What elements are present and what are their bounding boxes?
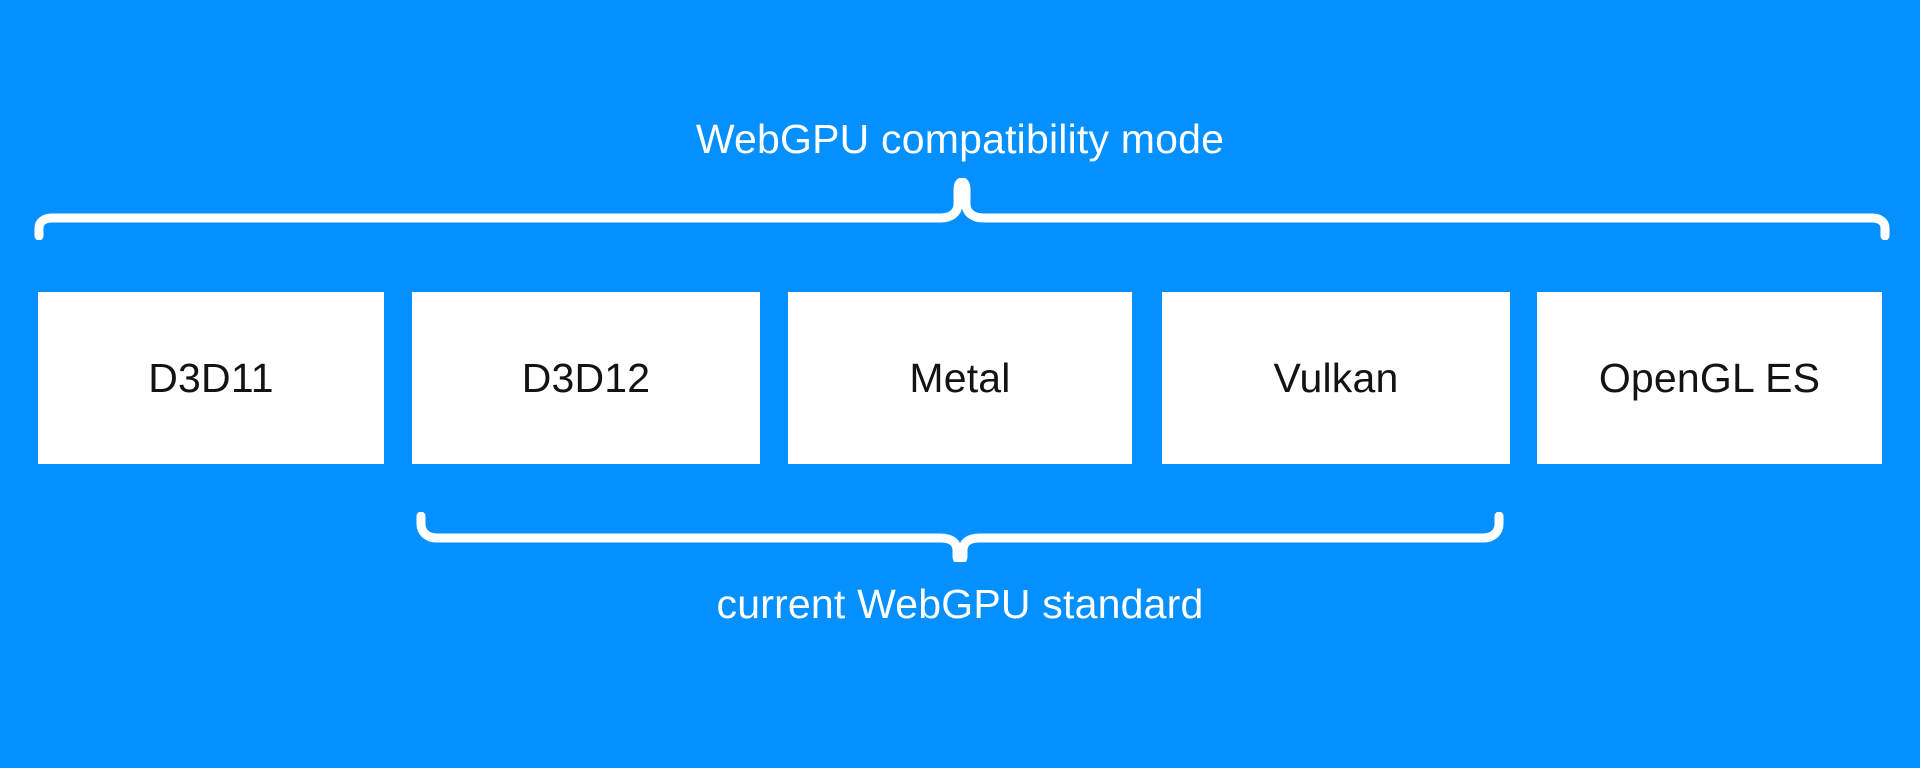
top-curly-brace-icon (34, 178, 1890, 240)
api-box-label: Metal (909, 355, 1011, 401)
api-box-opengl-es[interactable]: OpenGL ES (1537, 292, 1882, 464)
api-box-label: OpenGL ES (1598, 355, 1821, 401)
api-box-label: Vulkan (1273, 355, 1399, 401)
api-box-label: D3D12 (521, 355, 651, 401)
api-box-vulkan[interactable]: Vulkan (1162, 292, 1510, 464)
api-box-d3d11[interactable]: D3D11 (38, 292, 384, 464)
api-box-d3d12[interactable]: D3D12 (412, 292, 760, 464)
top-brace-label: WebGPU compatibility mode (695, 116, 1225, 162)
bottom-curly-brace-icon (416, 512, 1504, 562)
api-box-label: D3D11 (148, 355, 274, 401)
api-box-metal[interactable]: Metal (788, 292, 1132, 464)
api-boxes-row: D3D11 D3D12 Metal Vulkan OpenGL ES (38, 292, 1882, 464)
bottom-brace-label: current WebGPU standard (716, 581, 1204, 627)
